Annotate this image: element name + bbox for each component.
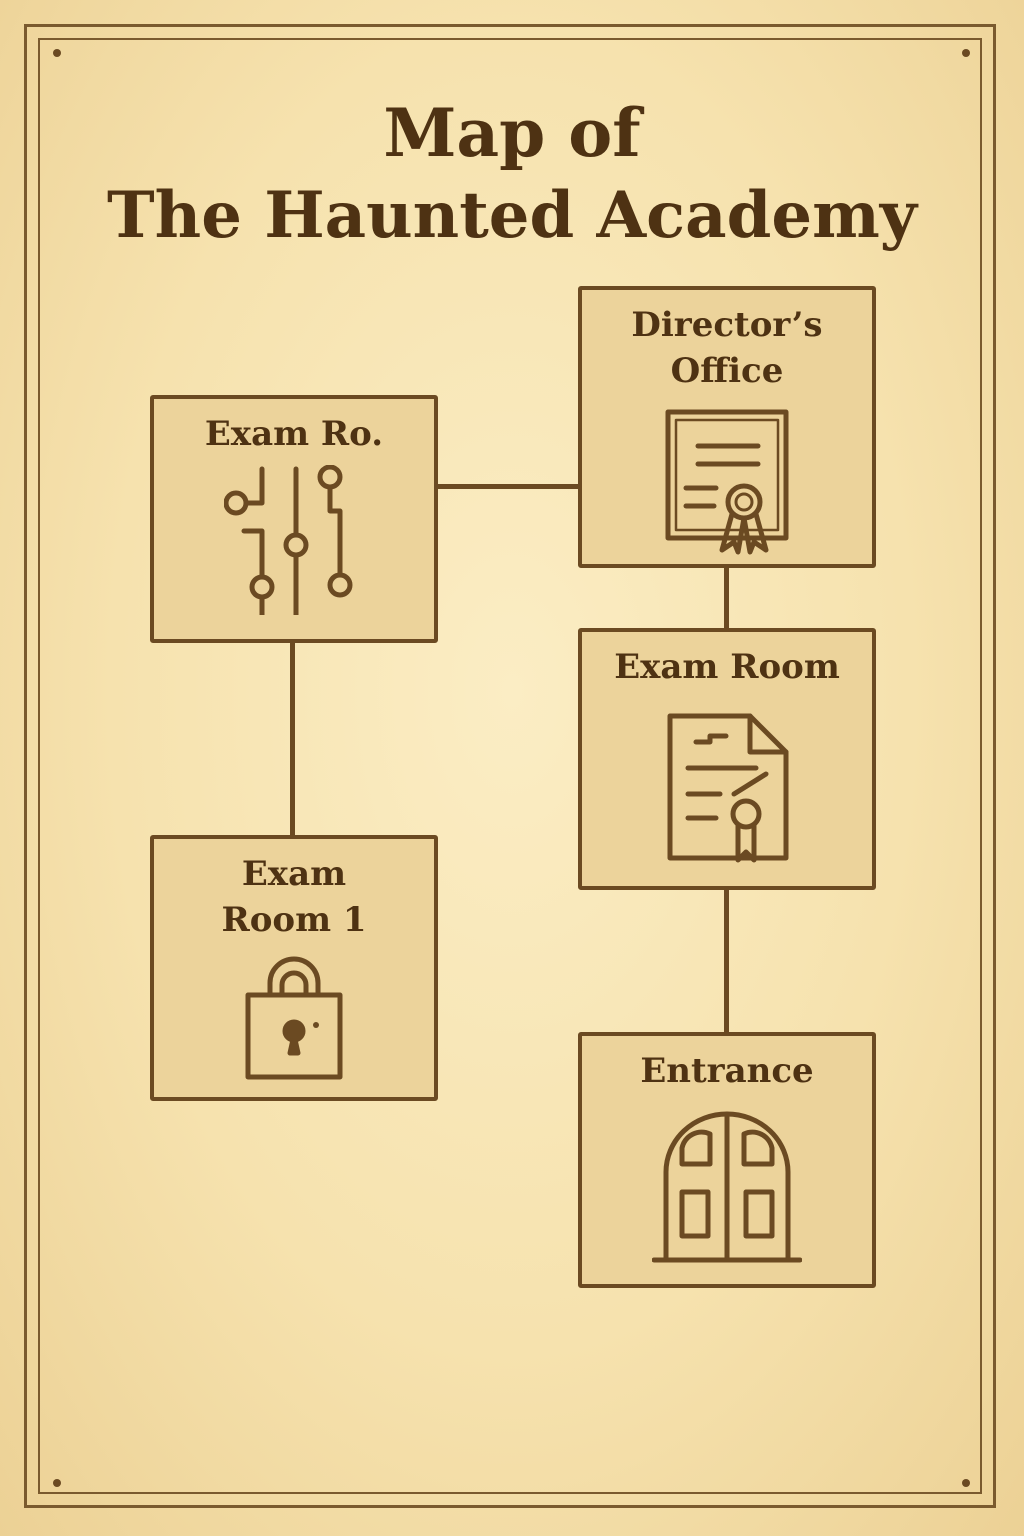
inner-frame xyxy=(38,38,982,1494)
corner-ornament xyxy=(53,1479,61,1487)
corridor-exam-ro-to-directors-office xyxy=(436,484,580,489)
corridor-exam-ro-to-exam-room-1 xyxy=(290,640,295,836)
corridor-directors-office-to-exam-room xyxy=(724,565,729,629)
document-seal-icon xyxy=(667,713,789,863)
map-title-line2: The Haunted Academy xyxy=(107,178,917,253)
corner-ornament xyxy=(962,1479,970,1487)
room-label: Exam Ro. xyxy=(204,414,384,454)
corner-ornament xyxy=(962,49,970,57)
room-exam-room-1[interactable]: Exam Room 1 xyxy=(150,835,438,1101)
room-label: Director’s Office xyxy=(631,305,823,391)
corner-ornament xyxy=(53,49,61,57)
outer-frame xyxy=(24,24,996,1508)
door-icon xyxy=(652,1111,802,1263)
room-label: Exam Room xyxy=(614,647,840,687)
room-entrance[interactable]: Entrance xyxy=(578,1032,876,1288)
certificate-icon xyxy=(665,409,789,555)
room-label: Entrance xyxy=(640,1051,814,1091)
room-label: Exam Room 1 xyxy=(221,854,367,940)
corridor-exam-room-to-entrance xyxy=(724,888,729,1034)
map-title: Map of The Haunted Academy xyxy=(0,92,1024,258)
map-title-line1: Map of xyxy=(383,94,641,172)
circuit-icon xyxy=(224,465,353,615)
room-directors-office[interactable]: Director’s Office xyxy=(578,286,876,568)
padlock-icon xyxy=(245,956,343,1080)
room-exam-room[interactable]: Exam Room xyxy=(578,628,876,890)
room-exam-ro[interactable]: Exam Ro. xyxy=(150,395,438,643)
